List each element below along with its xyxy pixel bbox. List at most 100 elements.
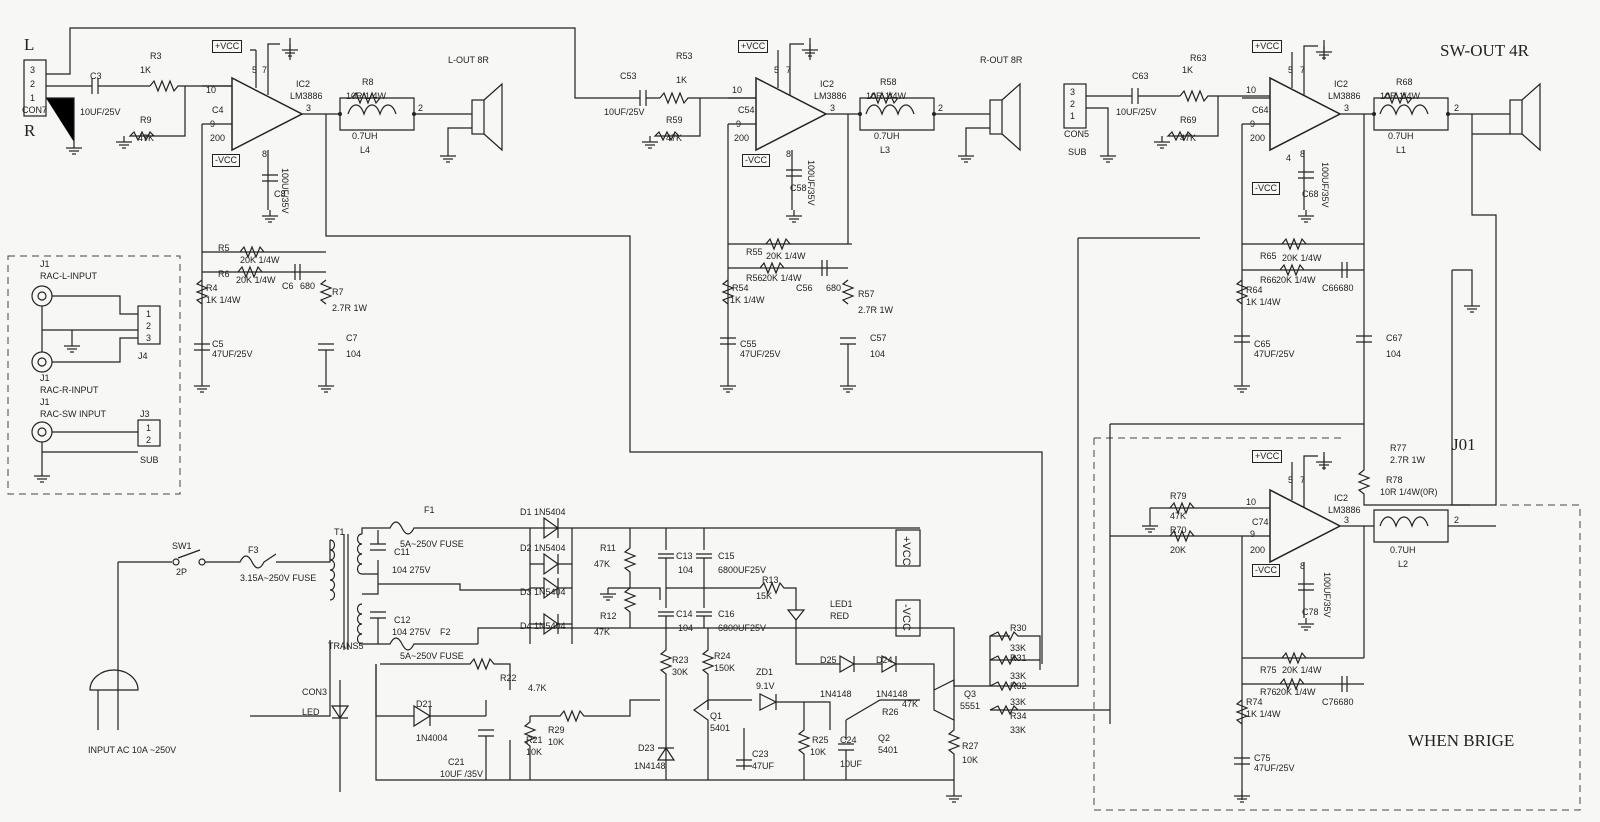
c24-value: 10UF	[840, 759, 863, 769]
r32-value: 33K	[1010, 697, 1027, 707]
d24-label: D24	[876, 655, 893, 665]
c16-label: C16	[718, 609, 735, 619]
c16-value: 6800UF25V	[718, 623, 767, 633]
c3-label: C3	[90, 71, 102, 81]
pin2: 2	[418, 103, 424, 113]
q1-label: Q1	[710, 711, 723, 721]
r27-value: 10K	[962, 755, 979, 765]
con5-pin: 2	[1070, 99, 1076, 109]
r68-label: R68	[1396, 77, 1413, 87]
r8-value: 10R 1/4W	[346, 91, 387, 101]
r54-label: R54	[732, 283, 749, 293]
c11-label: C11	[394, 547, 410, 557]
j3-label: J3	[140, 409, 150, 419]
r74-value: 1K 1/4W	[1246, 709, 1281, 719]
r30-label: R30	[1010, 623, 1027, 633]
r8-label: R8	[362, 77, 374, 87]
c57-label: C57	[870, 333, 887, 343]
lm3886-label: LM3886	[1328, 505, 1361, 515]
r30-value: 33K	[1010, 643, 1027, 653]
pin200: 200	[1250, 133, 1266, 143]
d4-label: D4 1N5404	[520, 621, 566, 631]
r11-label: R11	[600, 543, 616, 553]
pin10: 10	[1246, 85, 1257, 95]
power-supply	[89, 516, 1110, 803]
r77-value: 2.7R 1W	[1390, 455, 1426, 465]
r22-value: 4.7K	[528, 683, 547, 693]
l1-label: L1	[1396, 145, 1407, 155]
r21-value: 10K	[526, 747, 543, 757]
r75-label: R75	[1260, 665, 1277, 675]
pin2: 2	[1454, 515, 1460, 525]
c55-label: C55	[740, 339, 757, 349]
r6-value: 20K 1/4W	[236, 275, 276, 285]
left-input-label: L	[24, 35, 35, 54]
c68-value: 100UF/35V	[1320, 162, 1330, 208]
r9-label: R9	[140, 115, 152, 125]
opamp-ic2-sub	[1269, 76, 1342, 152]
f1-label: F1	[424, 505, 435, 515]
d25-label: D25	[820, 655, 837, 665]
zd1-value: 9.1V	[756, 681, 775, 691]
r77-label: R77	[1390, 443, 1407, 453]
right-channel-amplifier	[628, 38, 1021, 393]
zd1-label: ZD1	[756, 667, 774, 677]
f1-value: 5A~250V FUSE	[400, 539, 464, 549]
right-input-label: R	[24, 121, 36, 140]
r65-label: R65	[1260, 251, 1277, 261]
pin7: 7	[1300, 65, 1306, 75]
j3-sub-label: SUB	[140, 455, 159, 465]
c74-label: C74	[1252, 517, 1269, 527]
j4-label: J4	[138, 351, 148, 361]
c23-value: 47UF	[752, 761, 775, 771]
c23-label: C23	[752, 749, 769, 759]
c3-value: 10UF/25V	[80, 107, 121, 117]
pin3: 3	[830, 103, 836, 113]
sw1-label: SW1	[172, 541, 192, 551]
r21-label: R21	[526, 735, 543, 745]
l1-value: 0.7UH	[1388, 131, 1414, 141]
r75-value: 20K 1/4W	[1282, 665, 1322, 675]
rac-r-input-label: RAC-R-INPUT	[40, 385, 99, 395]
d1-label: D1 1N5404	[520, 507, 566, 517]
vcc-flag: +VCC	[738, 40, 769, 53]
r79-value: 47K	[1170, 511, 1187, 521]
pin9: 9	[1250, 529, 1256, 539]
r5-value: 20K 1/4W	[240, 255, 280, 265]
c67-value: 104	[1386, 349, 1402, 359]
left-channel-amplifier	[23, 27, 1043, 664]
c63-label: C63	[1132, 71, 1149, 81]
pin200: 200	[1250, 545, 1266, 555]
vcc-flag: +VCC	[1252, 40, 1283, 53]
con7-pin: 2	[30, 79, 36, 89]
r12-value: 47K	[594, 627, 611, 637]
r25-label: R25	[812, 735, 829, 745]
d23-label: D23	[638, 743, 655, 753]
pin5: 5	[1288, 475, 1294, 485]
c15-value: 6800UF25V	[718, 565, 767, 575]
r65-value: 20K 1/4W	[1282, 253, 1322, 263]
r4-value: 1K 1/4W	[206, 295, 241, 305]
c64-label: C64	[1252, 105, 1269, 115]
pin5: 5	[252, 65, 258, 75]
l3-label: L3	[880, 145, 891, 155]
r25-value: 10K	[810, 747, 827, 757]
c65-value: 47UF/25V	[1254, 349, 1295, 359]
transformer-label: TRANS5	[328, 641, 364, 651]
ic2-label: IC2	[1334, 493, 1349, 503]
con7-pin: 1	[30, 93, 36, 103]
r69-value: 47K	[1180, 133, 1197, 143]
r76-value: 20K 1/4W	[1276, 687, 1316, 697]
r76-label: R76	[1260, 687, 1277, 697]
sub-output-title: SW-OUT 4R	[1440, 41, 1529, 60]
input-jacks-box	[7, 255, 181, 495]
r6-label: R6	[218, 269, 230, 279]
con5-pin: 3	[1070, 87, 1076, 97]
c8-value: 100UF/35V	[280, 168, 290, 214]
j1-label: J1	[40, 373, 50, 383]
bridge-jumper-label: J01	[1452, 435, 1476, 454]
f2-label: F2	[440, 627, 451, 637]
c54-label: C54	[738, 105, 755, 115]
pin7: 7	[786, 65, 792, 75]
c65-label: C65	[1254, 339, 1271, 349]
